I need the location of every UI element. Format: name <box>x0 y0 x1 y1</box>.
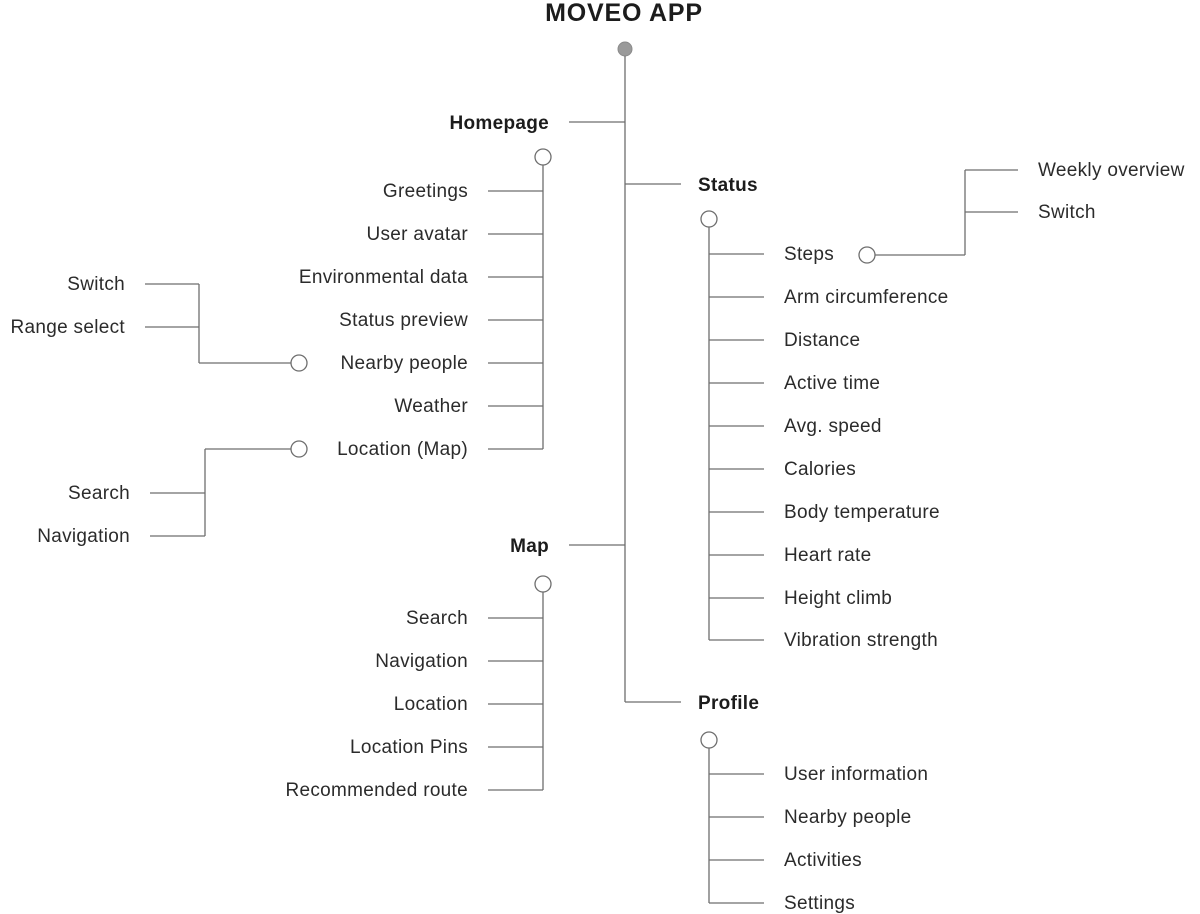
map-label: Map <box>510 536 549 557</box>
status-item-label: Steps <box>784 244 834 265</box>
homepage-item-label: Status preview <box>339 310 468 331</box>
status-item-vibration-strength: Vibration strength <box>709 630 938 651</box>
status-item-body-temperature: Body temperature <box>709 502 940 523</box>
status-label: Status <box>698 175 758 196</box>
homepage-item-label: User avatar <box>366 224 468 245</box>
steps-child-label: Weekly overview <box>1038 160 1185 181</box>
status-item-steps: Steps <box>709 244 876 265</box>
map-item-label: Search <box>406 608 468 629</box>
map-node <box>534 575 552 593</box>
status-item-label: Body temperature <box>784 502 940 523</box>
status-item-height-climb: Height climb <box>709 588 892 609</box>
map-item-label: Location <box>394 694 468 715</box>
homepage-item-label: Environmental data <box>299 267 468 288</box>
nearby-people-child-range-select: Range select <box>10 317 199 338</box>
status-item-label: Calories <box>784 459 856 480</box>
status-item-label: Distance <box>784 330 860 351</box>
profile-item-label: Settings <box>784 893 855 914</box>
map-item-navigation: Navigation <box>375 651 543 672</box>
status-item-label: Avg. speed <box>784 416 882 437</box>
nearby-people-child-switch: Switch <box>67 274 199 295</box>
profile-item-nearby-people: Nearby people <box>709 807 911 828</box>
map-item-search: Search <box>406 608 543 629</box>
homepage-item-location-map: Location (Map) <box>290 439 543 460</box>
steps-child-switch: Switch <box>965 202 1096 223</box>
map-item-label: Location Pins <box>350 737 468 758</box>
homepage-item-label: Nearby people <box>341 353 468 374</box>
steps-node <box>858 246 876 264</box>
homepage-item-label: Greetings <box>383 181 468 202</box>
map-item-label: Navigation <box>375 651 468 672</box>
homepage-item-user-avatar: User avatar <box>366 224 543 245</box>
profile-item-label: Activities <box>784 850 862 871</box>
homepage-item-nearby-people: Nearby people <box>290 353 543 374</box>
status-item-label: Vibration strength <box>784 630 938 651</box>
status-item-label: Active time <box>784 373 880 394</box>
diagram-title: MOVEO APP <box>545 0 703 27</box>
location-map-node <box>290 440 308 458</box>
profile-item-user-information: User information <box>709 764 928 785</box>
location-child-search: Search <box>68 483 205 504</box>
nearby-people-node <box>290 354 308 372</box>
homepage-item-label: Location (Map) <box>337 439 468 460</box>
map-item-label: Recommended route <box>285 780 468 801</box>
status-item-label: Height climb <box>784 588 892 609</box>
homepage-label: Homepage <box>449 113 549 134</box>
profile-item-label: User information <box>784 764 928 785</box>
steps-child-weekly-overview: Weekly overview <box>965 160 1185 181</box>
nearby-people-child-label: Range select <box>10 317 125 338</box>
homepage-item-greetings: Greetings <box>383 181 543 202</box>
map-item-location: Location <box>394 694 543 715</box>
profile-item-activities: Activities <box>709 850 862 871</box>
status-item-arm-circumference: Arm circumference <box>709 287 949 308</box>
location-child-label: Search <box>68 483 130 504</box>
homepage-node <box>534 148 552 166</box>
status-item-active-time: Active time <box>709 373 880 394</box>
status-item-distance: Distance <box>709 330 860 351</box>
homepage-item-environmental-data: Environmental data <box>299 267 543 288</box>
status-node <box>700 210 718 228</box>
homepage-item-status-preview: Status preview <box>339 310 543 331</box>
status-item-calories: Calories <box>709 459 856 480</box>
steps-child-label: Switch <box>1038 202 1096 223</box>
map-item-location-pins: Location Pins <box>350 737 543 758</box>
root-node <box>617 41 633 57</box>
status-item-heart-rate: Heart rate <box>709 545 871 566</box>
status-item-avg-speed: Avg. speed <box>709 416 882 437</box>
map-item-recommended-route: Recommended route <box>285 780 543 801</box>
location-child-navigation: Navigation <box>37 526 205 547</box>
profile-label: Profile <box>698 693 759 714</box>
homepage-item-weather: Weather <box>394 396 543 417</box>
profile-node <box>700 731 718 749</box>
profile-item-label: Nearby people <box>784 807 911 828</box>
profile-item-settings: Settings <box>709 893 855 914</box>
location-child-label: Navigation <box>37 526 130 547</box>
homepage-item-label: Weather <box>394 396 468 417</box>
nearby-people-child-label: Switch <box>67 274 125 295</box>
status-item-label: Heart rate <box>784 545 871 566</box>
status-item-label: Arm circumference <box>784 287 949 308</box>
